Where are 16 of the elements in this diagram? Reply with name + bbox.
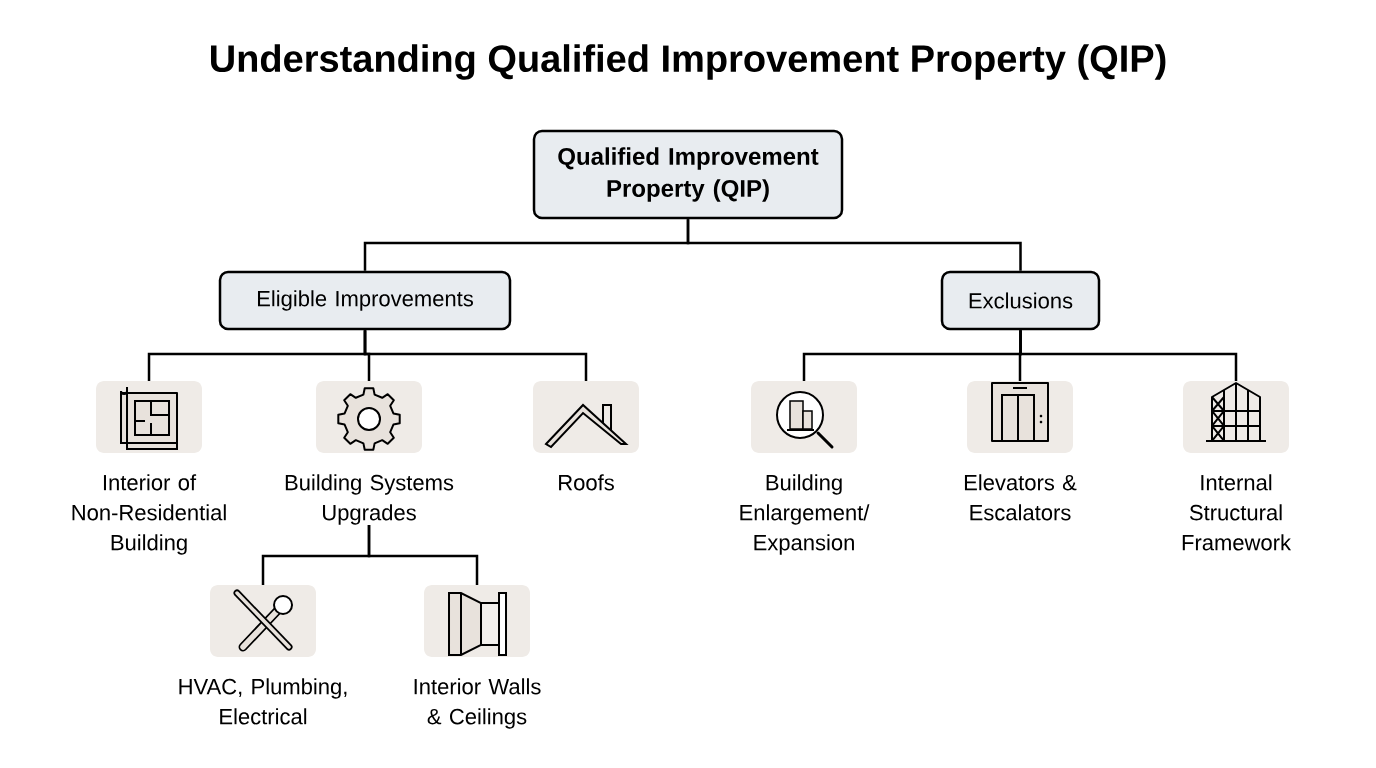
connector-line bbox=[363, 330, 588, 381]
connector-line bbox=[1019, 330, 1238, 381]
category-label: HVAC, Plumbing, Electrical bbox=[179, 678, 347, 725]
category-box: Eligible Improvements bbox=[218, 270, 512, 331]
category-label: Building Enlargement/ Expansion bbox=[740, 474, 870, 555]
connector-line bbox=[367, 524, 479, 585]
category-label: Interior Walls & Ceilings bbox=[414, 678, 541, 729]
category-box: Exclusions bbox=[940, 270, 1101, 331]
category-label: Elevators & Escalators bbox=[964, 474, 1077, 521]
category-label: Roofs bbox=[559, 474, 614, 491]
category-box: Qualified Improvement Property (QIP) bbox=[532, 129, 844, 220]
category-label: Building Systems Upgrades bbox=[285, 474, 454, 525]
title: Understanding Qualified Improvement Property (QIP) bbox=[211, 44, 1166, 80]
category-label: Internal Structural Framework bbox=[1182, 474, 1292, 551]
connector-line bbox=[686, 219, 1022, 271]
category-label: Interior of Non-Residential Building bbox=[72, 474, 226, 555]
